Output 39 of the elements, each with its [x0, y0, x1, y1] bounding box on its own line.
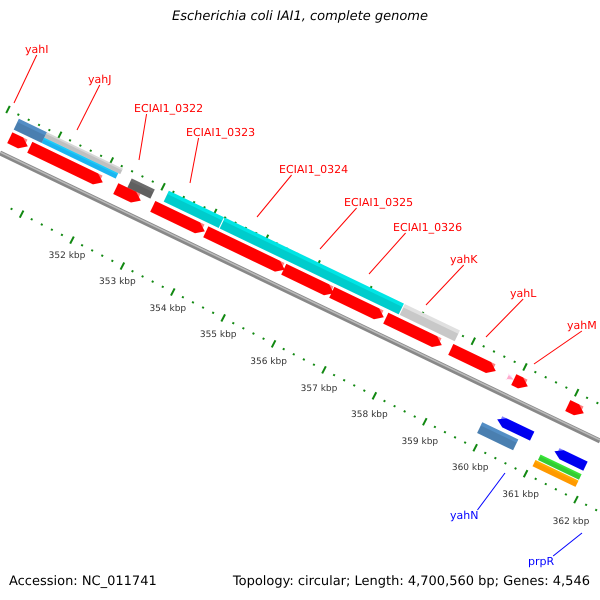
scale-label: 359 kbp [401, 436, 438, 448]
gene-label: yahM [567, 319, 597, 332]
title: Escherichia coli IAI1, complete genome [172, 9, 428, 25]
gene-label: yahI [25, 43, 48, 56]
scale-label: 362 kbp [552, 516, 590, 528]
gene-label: ECIAI1_0324 [279, 163, 348, 176]
scale-label: 356 kbp [250, 356, 287, 368]
gene-label: yahL [510, 287, 536, 300]
scale-label: 360 kbp [452, 463, 489, 474]
leader-line [256, 174, 292, 218]
leader-line [368, 232, 406, 274]
footer-text: Accession: NC_011741 [9, 574, 157, 590]
scale-label: 357 kbp [300, 384, 338, 394]
gene-label: ECIAI1_0325 [344, 196, 414, 209]
scale-label: 352 kbp [48, 250, 86, 262]
gene-label: yahK [450, 253, 478, 266]
leader-line [190, 138, 200, 184]
leader-line [552, 532, 582, 556]
scale-label: 358 kbp [351, 410, 388, 422]
leader-line [486, 298, 524, 338]
gene-label: yahJ [88, 73, 112, 86]
scale-label: 361 kbp [502, 490, 539, 501]
leader-line [476, 472, 506, 510]
scale-label: 353 kbp [99, 277, 136, 288]
gene-label: yahN [450, 509, 478, 522]
leader-line [426, 264, 464, 306]
scale-label: 355 kbp [200, 330, 237, 342]
gene-label: prpR [528, 555, 554, 568]
gene-label: ECIAI1_0326 [393, 221, 462, 234]
gene-label: ECIAI1_0322 [134, 102, 204, 115]
gene-label: ECIAI1_0323 [186, 126, 256, 139]
leader-line [14, 54, 38, 104]
scale-label: 354 kbp [149, 304, 186, 315]
footer-text: Topology: circular; Length: 4,700,560 bp; Genes: 4,546 [232, 574, 590, 590]
leader-line [76, 84, 100, 130]
leader-line [320, 208, 358, 250]
genome-map-drawing [0, 105, 600, 512]
leader-line [534, 330, 582, 364]
leader-line [138, 114, 148, 160]
